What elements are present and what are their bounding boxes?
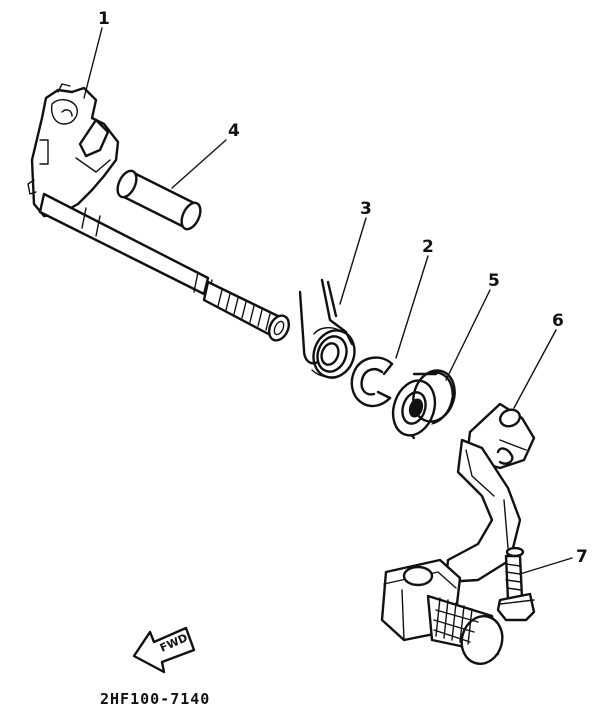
shift-pedal-part-6 — [380, 402, 536, 665]
forward-direction-arrow: FWD — [132, 626, 196, 674]
callout-3: 3 — [360, 199, 372, 219]
drawing-code: 2HF100-7140 — [100, 690, 210, 708]
bolt-part-7 — [496, 546, 536, 622]
callout-2: 2 — [422, 237, 434, 257]
callout-1: 1 — [98, 9, 110, 29]
return-spring-part-3 — [298, 278, 356, 379]
leader-lines — [83, 27, 573, 575]
pin-part-4 — [116, 169, 202, 231]
circlip-part-2 — [350, 356, 394, 408]
callout-5: 5 — [488, 271, 500, 291]
oil-seal-part-5 — [391, 369, 456, 440]
callout-7: 7 — [576, 547, 588, 567]
shift-shaft-part-1 — [27, 83, 291, 342]
callout-numbers: 1 2 3 4 5 6 7 — [98, 9, 588, 567]
callout-4: 4 — [228, 121, 240, 141]
callout-6: 6 — [552, 311, 564, 331]
